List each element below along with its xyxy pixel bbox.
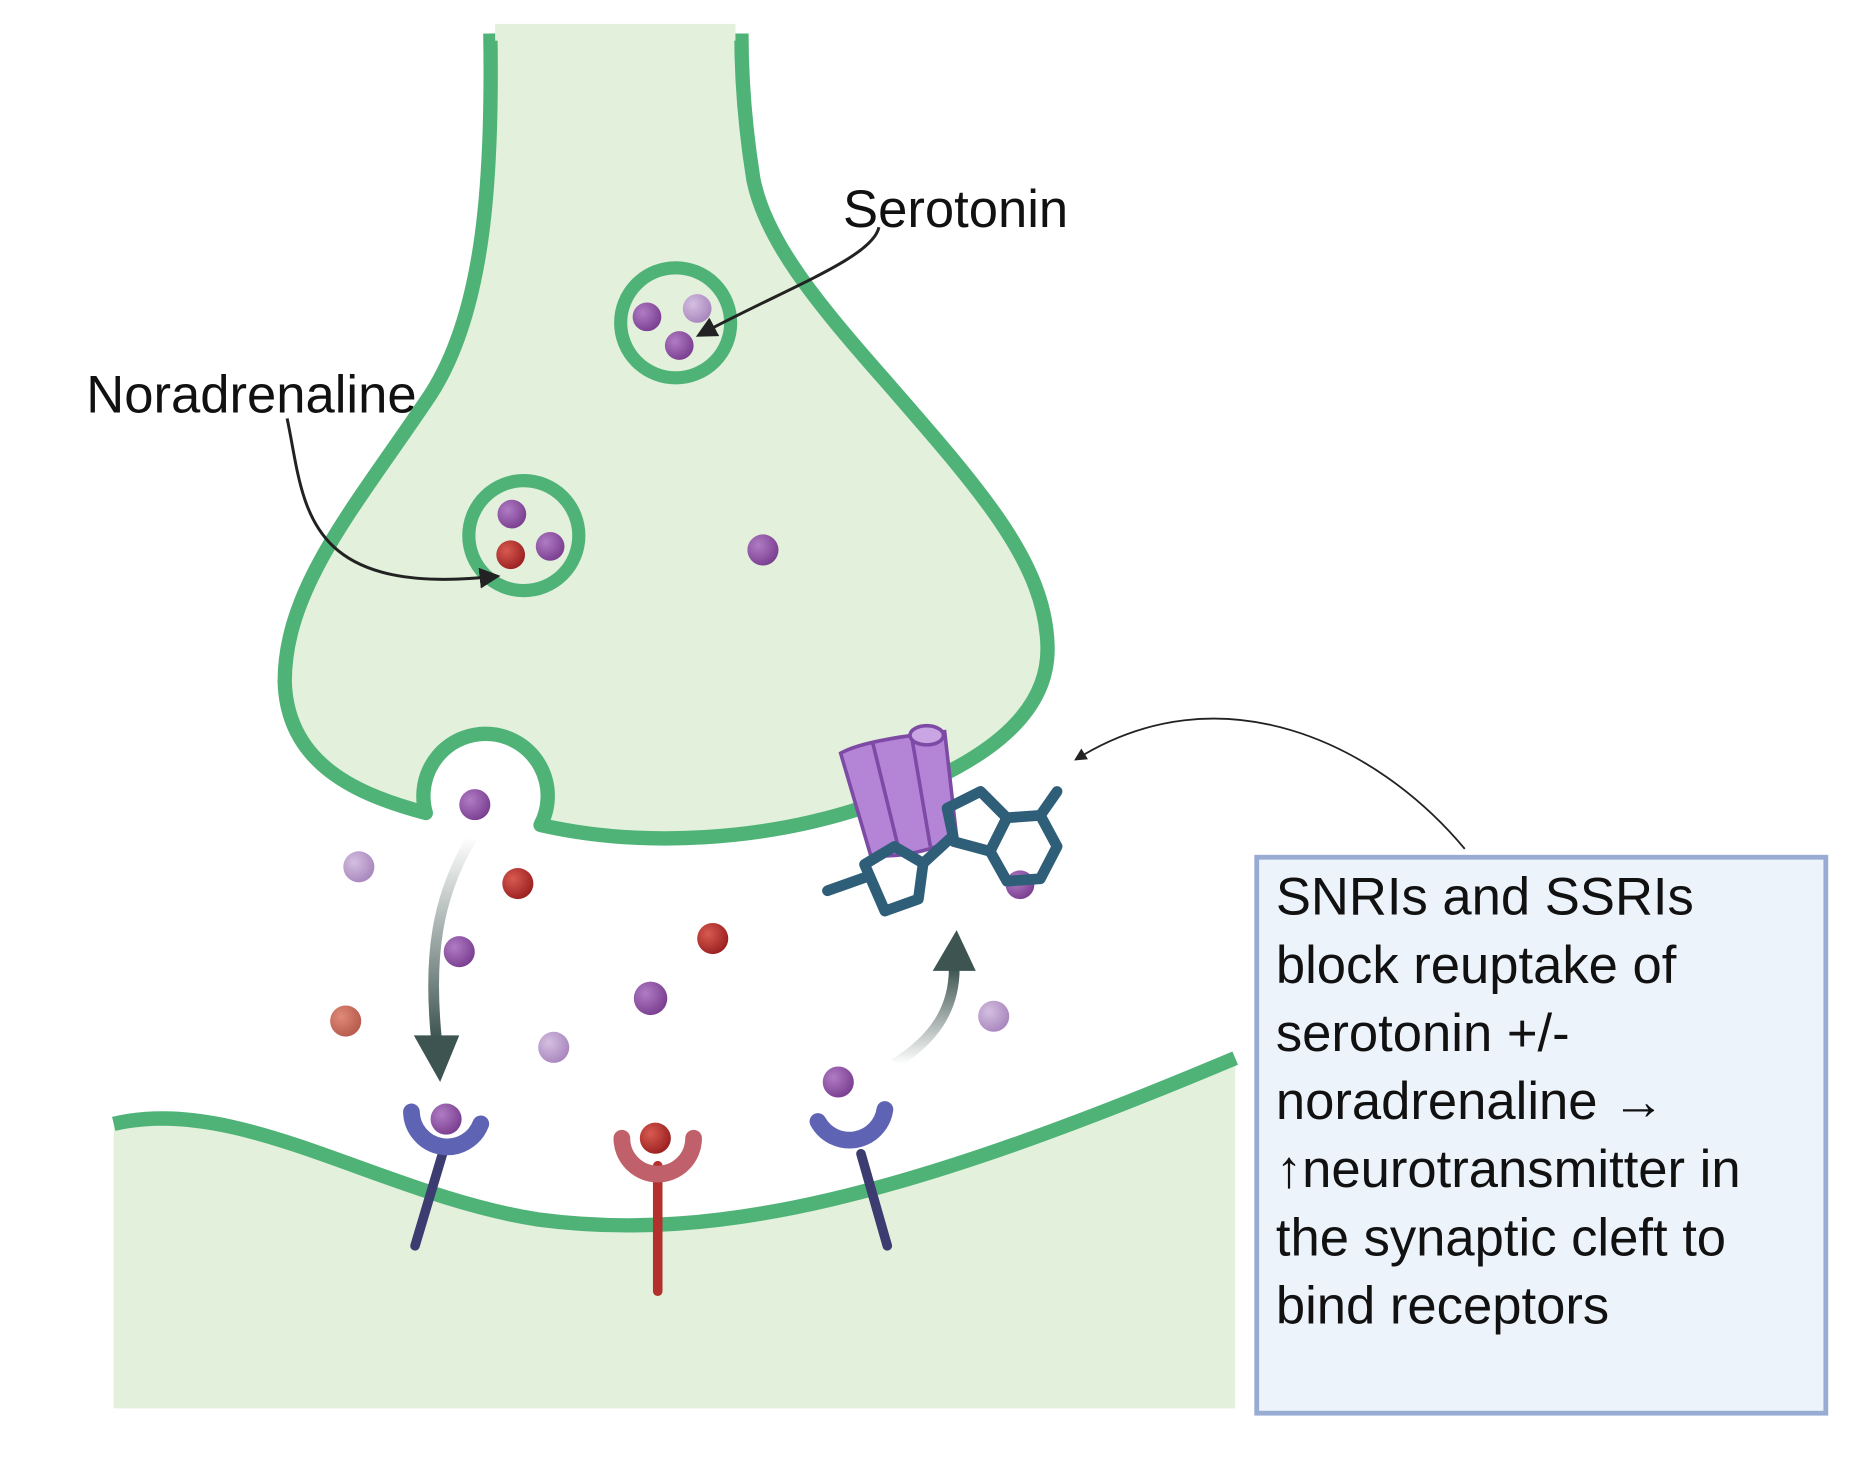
serotonin-vesicle: [614, 261, 738, 385]
info-line: the synaptic cleft to: [1276, 1208, 1726, 1267]
info-box: SNRIs and SSRIs block reuptake of seroto…: [1254, 854, 1829, 1416]
info-line: noradrenaline →: [1276, 1072, 1665, 1131]
info-line: block reuptake of: [1276, 936, 1677, 995]
reuptake-transporter-icon: [838, 723, 959, 858]
noradrenaline-receptor: [613, 1122, 702, 1297]
release-arrow: [428, 834, 478, 1041]
noradrenaline-pointer: [285, 418, 501, 589]
svg-text:SNRIs and SSRIs block re: SNRIs and SSRIs block reuptake of seroto…: [1276, 868, 1755, 1336]
postsynaptic-membrane: [112, 1051, 1238, 1233]
info-line: ↑neurotransmitter in: [1276, 1140, 1741, 1199]
cleft-molecules: [330, 789, 1035, 1098]
noradrenaline-vesicle: [462, 474, 586, 598]
drug-molecule-icon: [822, 786, 1063, 917]
noradrenaline-label: Noradrenaline: [86, 365, 416, 424]
serotonin-receptor-left: [403, 1103, 490, 1251]
serotonin-molecule: [747, 534, 779, 566]
info-line: bind receptors: [1276, 1277, 1609, 1336]
info-line: serotonin +/-: [1276, 1004, 1570, 1063]
release-arrowhead: [413, 1035, 460, 1083]
reuptake-arrow: [891, 968, 960, 1069]
serotonin-receptor-right: [809, 1101, 894, 1251]
postsynaptic-neuron: [113, 1058, 1236, 1409]
serotonin-label: Serotonin: [843, 180, 1068, 239]
presynaptic-terminal: [277, 33, 1055, 846]
reuptake-arrowhead: [932, 930, 976, 971]
serotonin-pointer: [695, 226, 881, 337]
info-line: SNRIs and SSRIs: [1276, 868, 1694, 927]
info-pointer: [1074, 717, 1466, 850]
